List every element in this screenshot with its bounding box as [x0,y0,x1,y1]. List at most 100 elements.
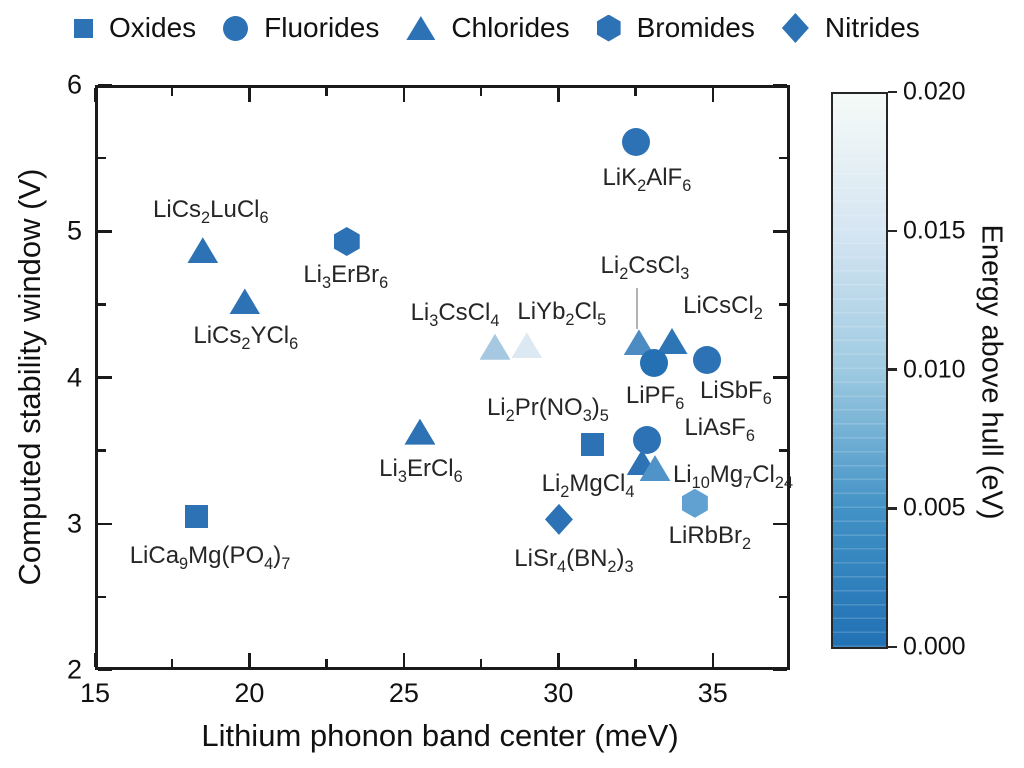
legend-item-label: Bromides [636,12,755,43]
x-tick [402,653,406,667]
colorbar-tick-label: 0.005 [903,493,966,522]
data-point-label: LiSbF6 [700,377,772,408]
x-tick [557,88,560,102]
y-tick-label: 5 [66,215,82,246]
data-point-marker [632,426,661,455]
data-point-label: LiCs2YCl6 [193,322,299,354]
x-tick-label: 20 [234,678,265,708]
legend-item-label: Nitrides [824,12,920,43]
y-tick [773,522,787,525]
data-point-label: LiK2AlF6 [602,164,692,195]
y-tick [773,83,787,87]
data-point-marker [681,488,708,518]
colorbar-tick-label: 0.015 [903,216,966,245]
x-tick [711,653,715,667]
data-point-label: LiCsCl2 [683,292,763,323]
x-tick-label: 15 [79,678,111,708]
legend-item-label: Fluorides [264,12,380,43]
y-minor-tick [98,303,106,306]
x-tick [93,653,97,667]
data-point-label: Li3ErBr6 [303,261,389,293]
data-point-marker [581,433,605,457]
data-point-label: LiAsF6 [684,414,755,446]
x-tick [557,653,560,667]
data-point-marker [187,237,219,264]
y-tick [98,668,112,672]
data-point-label: LiRbBr2 [668,522,752,554]
data-point-label: Li2CsCl3 [600,252,690,284]
data-point-marker [479,333,511,360]
x-tick [711,88,715,102]
legend-item-chlorides: Chlorides [406,12,570,44]
data-point-label: Li2Pr(NO3)5 [486,393,609,425]
x-tick [248,88,251,102]
data-point-label: Li3ErCl6 [379,454,463,486]
leader-line [635,288,638,330]
data-point-label: LiCa9Mg(PO4)7 [129,542,291,574]
data-point-marker [544,503,573,535]
y-tick [773,668,787,672]
data-point-marker [229,288,261,315]
colorbar-tick [888,229,897,232]
legend-item-label: Chlorides [451,12,570,43]
data-point-label: LiSr4(BN2)3 [514,545,634,577]
x-tick-label: 25 [388,678,419,708]
y-tick [98,83,112,87]
x-tick [248,653,251,667]
y-minor-tick [98,595,106,599]
colorbar-title: Energy above hull (eV) [975,224,1008,520]
colorbar-tick [888,507,897,510]
x-tick-label: 30 [543,678,574,708]
legend: Oxides Fluorides Chlorides Bromides Nitrides [74,8,920,48]
legend-hexagon-icon [596,14,621,42]
data-point-label: Li3CsCl4 [410,298,500,330]
x-minor-tick [170,88,174,96]
y-minor-tick [98,449,106,452]
legend-item-oxides: Oxides [74,12,196,44]
legend-item-fluorides: Fluorides [223,12,379,44]
colorbar-tick [888,90,897,94]
x-minor-tick [170,659,174,667]
y-axis-title: Computed stability window (V) [12,168,47,586]
legend-item-nitrides: Nitrides [781,12,920,44]
legend-item-bromides: Bromides [596,12,755,44]
y-minor-tick [779,303,787,306]
colorbar-tick [888,645,897,649]
x-tick-label: 35 [697,678,728,708]
y-tick-label: 4 [66,362,82,392]
legend-circle-icon [223,15,249,41]
colorbar-tick-label: 0.010 [903,355,966,383]
legend-triangle-icon [406,16,436,40]
x-minor-tick [325,659,328,667]
legend-diamond-icon [781,13,809,43]
x-minor-tick [634,659,637,667]
x-minor-tick [479,659,483,667]
y-minor-tick [779,156,787,160]
colorbar-tick-label: 0.000 [903,632,966,661]
x-tick [93,88,97,102]
legend-item-label: Oxides [109,12,197,43]
y-minor-tick [98,156,106,160]
x-tick [402,88,406,102]
legend-square-icon [74,18,93,38]
y-tick [773,376,787,379]
y-tick [98,522,112,525]
colorbar-tick-label: 0.020 [903,77,966,106]
x-minor-tick [634,88,637,96]
y-tick [98,230,112,233]
data-point-label: LiPF6 [625,381,685,413]
data-point-marker [640,348,669,377]
x-minor-tick [325,88,328,96]
data-point-marker [404,418,436,445]
colorbar [831,92,888,649]
data-point-marker [184,504,208,528]
colorbar-gradient [833,94,886,647]
y-tick-label: 6 [66,69,82,100]
y-tick [98,376,112,379]
colorbar-tick [888,368,897,371]
y-minor-tick [779,449,787,452]
data-point-label: LiYb2Cl5 [517,298,607,330]
y-minor-tick [779,595,787,599]
